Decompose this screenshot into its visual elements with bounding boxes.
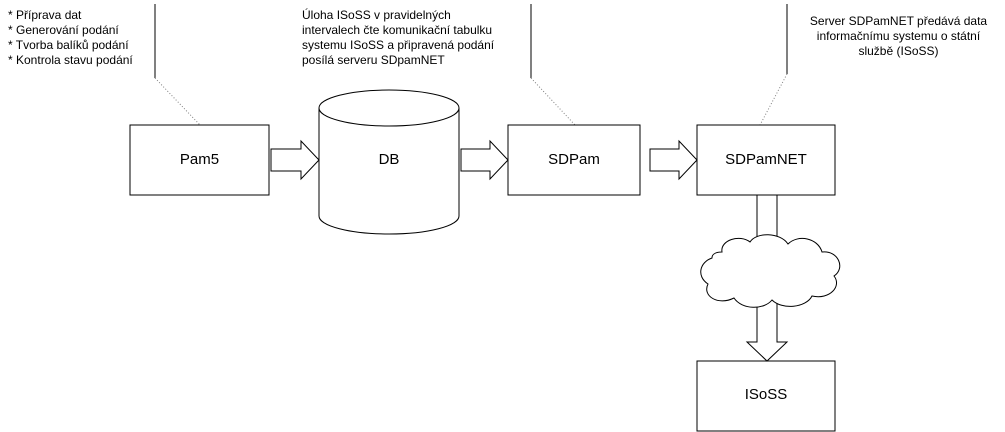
- isoss-box: [696, 360, 836, 432]
- sdpam-label: SDPam: [548, 151, 600, 168]
- pam5-note: * Příprava dat * Generování podání * Tvo…: [8, 8, 133, 67]
- pam5-label: Pam5: [179, 151, 220, 168]
- sdpamnet-box: [696, 124, 836, 196]
- sdpam-box: [507, 124, 641, 196]
- sdpamnet-note-connector: [759, 73, 788, 126]
- sdpamnet-note: Server SDPamNET předává data informačním…: [809, 14, 988, 58]
- isoss-label: ISoSS: [744, 386, 788, 403]
- arrow-pam5-to-db: [270, 139, 320, 181]
- db-label: DB: [378, 151, 400, 168]
- pam5-note-connector: [154, 77, 201, 126]
- isoss-task-note-connector: [530, 77, 576, 126]
- pam5-box: [129, 124, 270, 196]
- isoss-task-note: Úloha ISoSS v pravidelných intervalech č…: [302, 8, 495, 67]
- arrow-db-to-sdpam: [460, 139, 509, 181]
- sdpamnet-label: SDPamNET: [725, 151, 807, 168]
- arrow-sdpam-to-sdpamnet: [649, 139, 698, 181]
- network-cloud: [700, 234, 841, 308]
- db-cylinder: [318, 89, 460, 235]
